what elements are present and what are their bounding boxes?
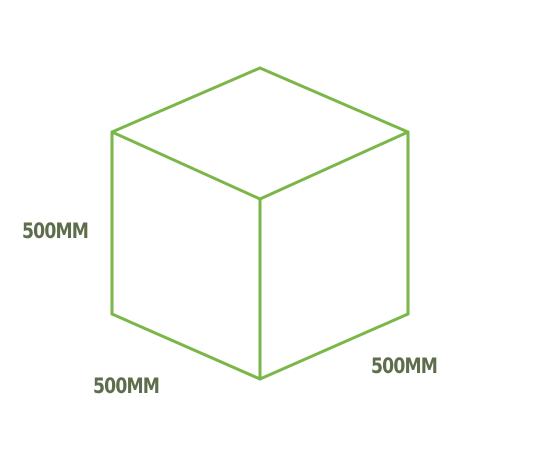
depth-dimension-label: 500MM — [93, 374, 160, 398]
cube-edge-top-right — [258, 66, 410, 134]
cube-edge-top-front-right — [258, 130, 410, 201]
cube-edge-bottom-right — [258, 312, 410, 381]
cube-edge-top-left — [110, 66, 262, 134]
height-dimension-label: 500MM — [22, 219, 89, 243]
cube-edge-bottom-left — [110, 312, 262, 381]
cube-edge-top-front-left — [110, 130, 262, 201]
width-dimension-label: 500MM — [371, 354, 438, 378]
